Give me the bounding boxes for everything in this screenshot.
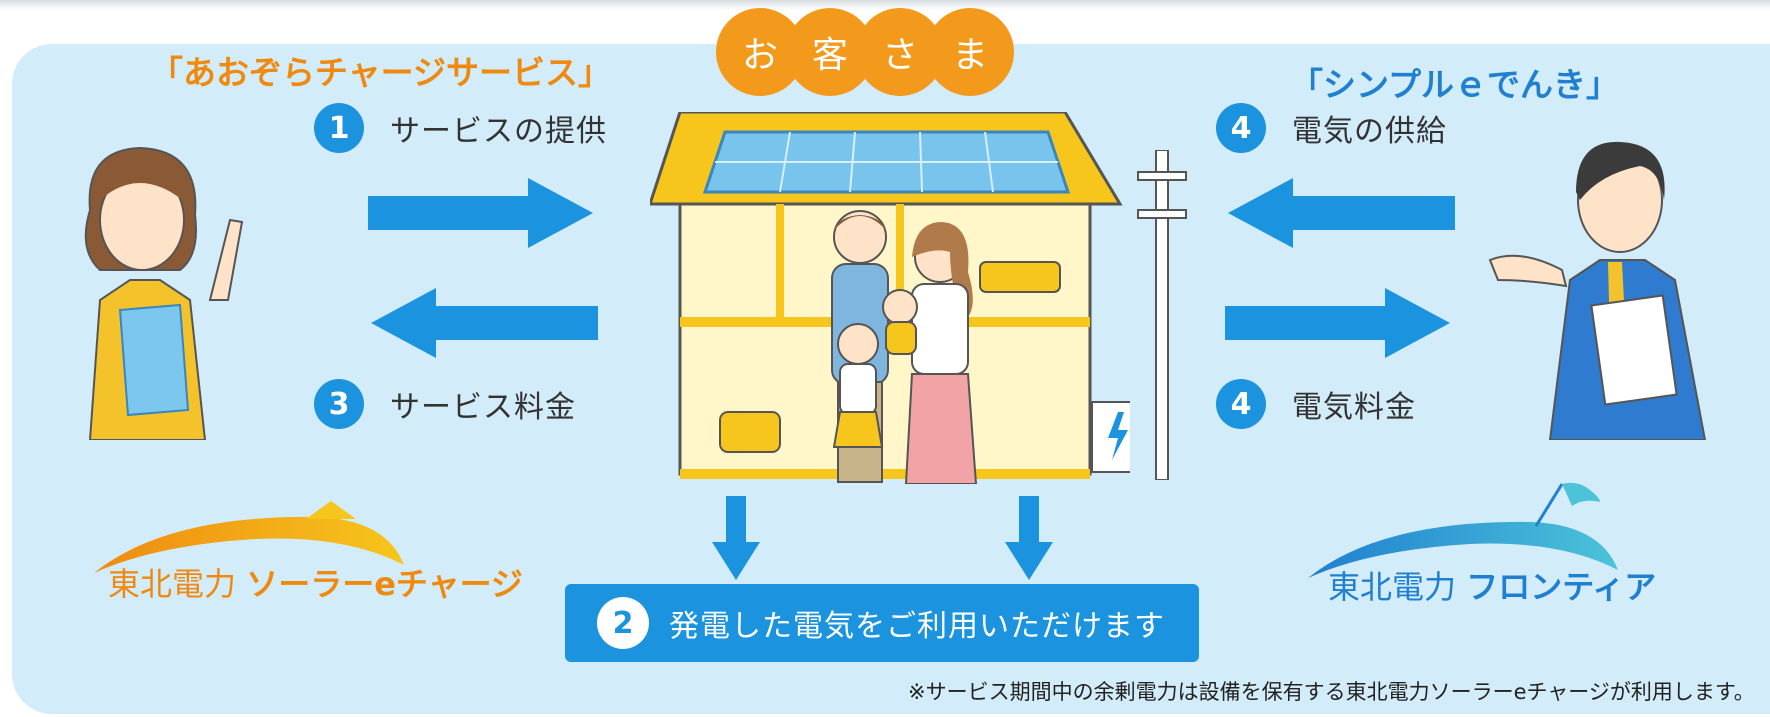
step-power-fee: 4 電気料金 bbox=[1216, 379, 1416, 429]
sun-arc-icon bbox=[94, 501, 404, 573]
bed bbox=[979, 261, 1061, 293]
service-staff-woman bbox=[84, 146, 244, 440]
arrow-left-to-provider bbox=[371, 288, 598, 358]
service-staff-man bbox=[1488, 141, 1707, 440]
logo-company: 東北電力 bbox=[108, 565, 237, 603]
arrow-down-left bbox=[712, 496, 760, 580]
house-illustration bbox=[650, 112, 1130, 484]
footnote: ※サービス期間中の余剰電力は設備を保有する東北電力ソーラーeチャージが利用します… bbox=[908, 680, 1755, 704]
step-service-provision: 1 サービスの提供 bbox=[314, 103, 607, 153]
step-power-supply: 4 電気の供給 bbox=[1216, 103, 1447, 153]
customer-heading: お 客 さ ま bbox=[716, 8, 1014, 96]
logo-product: フロンティア bbox=[1466, 568, 1657, 606]
step-number-badge: 2 bbox=[597, 597, 649, 649]
sofa bbox=[719, 411, 781, 453]
step-label: 電気の供給 bbox=[1292, 114, 1447, 149]
top-divider bbox=[0, 0, 1770, 10]
arrow-left-to-customer bbox=[1228, 178, 1455, 248]
logo-frontier: 東北電力 フロンティア bbox=[1300, 480, 1656, 610]
right-service-title: 「シンプルｅでんき」 bbox=[1290, 65, 1620, 104]
step-number-badge: 1 bbox=[314, 103, 364, 153]
step-service-fee: 3 サービス料金 bbox=[314, 379, 576, 429]
customer-char-4: ま bbox=[926, 8, 1014, 96]
step-label: サービスの提供 bbox=[390, 114, 607, 149]
step-number-badge: 3 bbox=[314, 379, 364, 429]
utility-pole bbox=[1137, 150, 1187, 480]
step-number-badge: 4 bbox=[1216, 379, 1266, 429]
arrow-right-to-customer bbox=[368, 178, 593, 248]
logo-company: 東北電力 bbox=[1328, 568, 1457, 606]
step-label: サービス料金 bbox=[390, 390, 576, 425]
generation-label: 発電した電気をご利用いただけます bbox=[669, 609, 1165, 644]
logo-solar-e-charge: 東北電力 ソーラーeチャージ bbox=[86, 495, 523, 615]
arrow-right-to-utility bbox=[1225, 288, 1450, 358]
step-number-badge: 4 bbox=[1216, 103, 1266, 153]
generation-banner: 2 発電した電気をご利用いただけます bbox=[565, 584, 1199, 662]
arrow-down-right bbox=[1005, 496, 1053, 580]
left-service-title: 「あおぞらチャージサービス」 bbox=[150, 53, 612, 92]
flag-arc-icon bbox=[1308, 482, 1618, 578]
step-label: 電気料金 bbox=[1292, 390, 1416, 425]
logo-product: ソーラーeチャージ bbox=[246, 565, 523, 603]
